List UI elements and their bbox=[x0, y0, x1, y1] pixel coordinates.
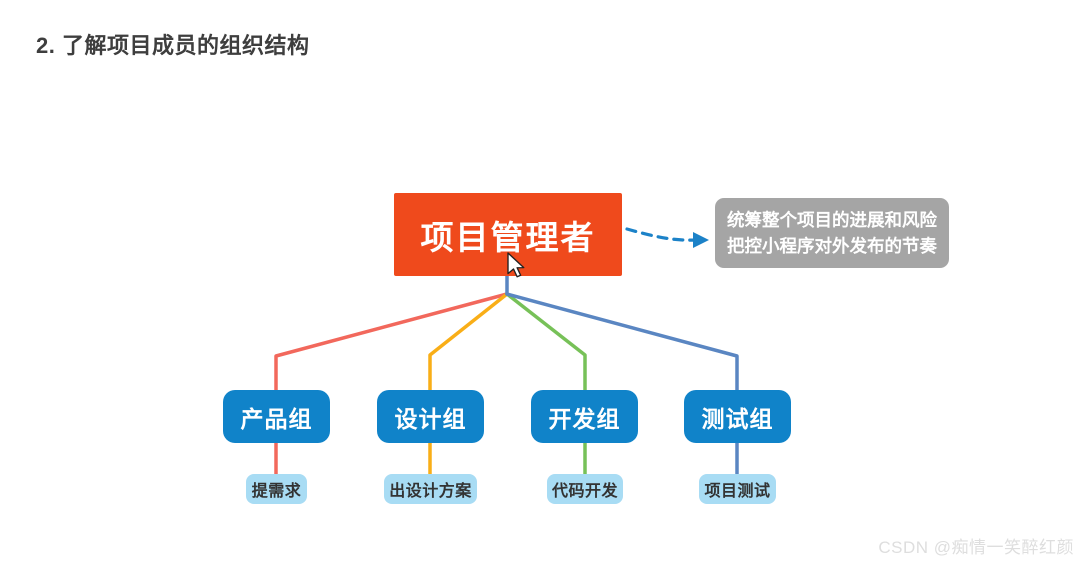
node-test-group-label: 测试组 bbox=[701, 405, 774, 432]
node-design-group-label: 设计组 bbox=[394, 405, 467, 432]
node-project-manager[interactable]: 项目管理者 bbox=[394, 193, 622, 276]
connector-design-line bbox=[428, 292, 509, 476]
note-line-1: 统筹整个项目的进展和风险 bbox=[727, 210, 937, 230]
task-project-testing[interactable]: 项目测试 bbox=[699, 474, 776, 504]
task-design-plan[interactable]: 出设计方案 bbox=[384, 474, 477, 504]
note-line-2: 把控小程序对外发布的节奏 bbox=[727, 236, 937, 256]
node-dev-group-label: 开发组 bbox=[548, 405, 621, 432]
note-arrowhead bbox=[693, 232, 709, 248]
note-box[interactable]: 统筹整个项目的进展和风险 把控小程序对外发布的节奏 bbox=[715, 198, 949, 268]
node-product-group-label: 产品组 bbox=[240, 405, 313, 432]
node-project-manager-label: 项目管理者 bbox=[420, 218, 596, 256]
csdn-watermark: CSDN @痴情一笑醉红颜 bbox=[878, 538, 1074, 557]
node-dev-group[interactable]: 开发组 bbox=[531, 390, 638, 443]
page-title: 2. 了解项目成员的组织结构 bbox=[36, 33, 310, 58]
node-product-group[interactable]: 产品组 bbox=[223, 390, 330, 443]
task-requirements-label: 提需求 bbox=[251, 483, 302, 500]
connector-dev-line bbox=[505, 292, 587, 476]
node-test-group[interactable]: 测试组 bbox=[684, 390, 791, 443]
node-design-group[interactable]: 设计组 bbox=[377, 390, 484, 443]
task-project-testing-label: 项目测试 bbox=[704, 483, 771, 500]
task-design-plan-label: 出设计方案 bbox=[389, 483, 472, 500]
note-dashed-arrow bbox=[625, 227, 697, 242]
task-coding[interactable]: 代码开发 bbox=[547, 474, 623, 504]
task-coding-label: 代码开发 bbox=[551, 483, 618, 500]
task-requirements[interactable]: 提需求 bbox=[246, 474, 307, 504]
